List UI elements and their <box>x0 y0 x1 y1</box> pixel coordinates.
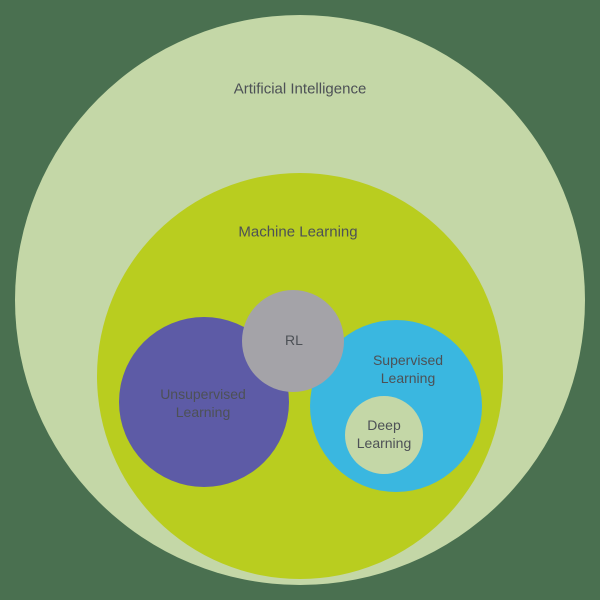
circle-reinforcement-learning <box>242 290 344 392</box>
label-reinforcement-learning: RL <box>285 332 303 348</box>
label-artificial-intelligence: Artificial Intelligence <box>233 80 367 98</box>
label-machine-learning: Machine Learning <box>238 223 358 241</box>
circle-deep-learning <box>345 396 423 474</box>
label-supervised-learning: Supervised Learning <box>372 352 444 386</box>
label-deep-learning: Deep Learning <box>356 417 412 451</box>
label-unsupervised-learning: Unsupervised Learning <box>160 386 246 420</box>
